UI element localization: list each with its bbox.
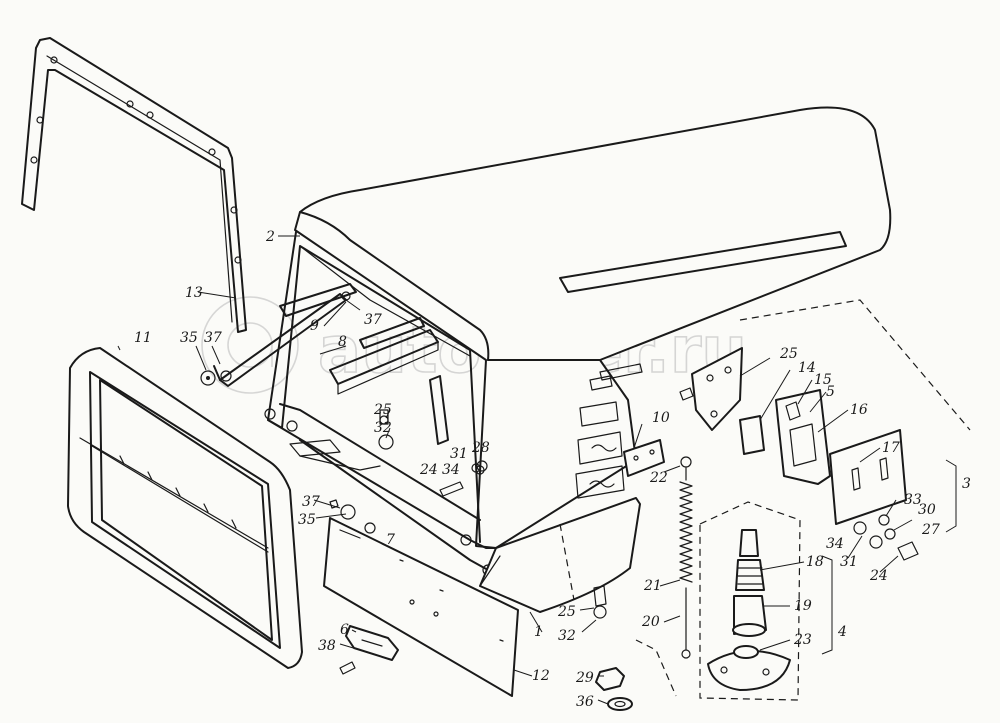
label-22: 22: [649, 470, 668, 486]
label-24-right: 24: [869, 568, 888, 584]
label-21: 21: [643, 578, 662, 594]
hood-inner-frame: [264, 283, 501, 576]
label-17: 17: [882, 440, 900, 456]
label-10: 10: [652, 410, 670, 426]
label-18: 18: [806, 554, 824, 570]
part-13-upper-bracket: [21, 37, 247, 333]
part-21-spring: [679, 456, 693, 659]
label-25-upper: 25: [373, 402, 392, 418]
part-19-bushing: [732, 595, 767, 637]
label-36: 36: [576, 694, 594, 710]
label-32-upper: 32: [374, 420, 392, 436]
label-3: 3: [962, 476, 971, 492]
part-1-lower-apron: [479, 497, 641, 613]
part-6-hook: [345, 625, 399, 661]
part-23-handle: [707, 645, 791, 691]
label-37-left: 37: [204, 330, 222, 346]
label-12: 12: [532, 668, 550, 684]
label-35-low: 35: [298, 512, 316, 528]
label-19: 19: [794, 598, 812, 614]
label-24-mid: 24: [419, 462, 438, 478]
label-37-top: 37: [364, 312, 382, 328]
label-29: 29: [575, 670, 594, 686]
bracket-3: [945, 459, 957, 533]
label-16: 16: [850, 402, 868, 418]
fasteners: [200, 370, 919, 711]
label-1: 1: [534, 624, 543, 640]
part-17-plate: [829, 429, 907, 525]
label-38: 38: [318, 638, 336, 654]
label-33: 33: [904, 492, 922, 508]
label-14: 14: [798, 360, 816, 376]
label-8: 8: [338, 334, 347, 350]
label-11: 11: [134, 330, 152, 346]
label-34-right: 34: [826, 536, 844, 552]
label-13: 13: [185, 285, 203, 301]
assembly-outline: [699, 501, 801, 701]
label-23: 23: [793, 632, 812, 648]
label-28: 28: [471, 440, 490, 456]
label-15: 15: [814, 372, 832, 388]
label-34-mid: 34: [442, 462, 460, 478]
label-9: 9: [310, 318, 319, 334]
part-2-hood: [267, 106, 892, 549]
label-27: 27: [921, 522, 940, 538]
part-18-pin: [735, 529, 765, 591]
part-12-lower-panel: [323, 517, 519, 697]
bracket-4: [821, 555, 833, 655]
label-32-lower: 32: [558, 628, 576, 644]
label-7: 7: [386, 532, 395, 548]
leader-lines: [117, 235, 913, 705]
label-31-mid: 31: [450, 446, 468, 462]
part-11-grille-frame: [67, 347, 303, 669]
assembly-lines: [559, 523, 677, 697]
label-2: 2: [265, 229, 275, 245]
label-6: 6: [340, 622, 349, 638]
label-30: 30: [918, 502, 936, 518]
part-labels: 2 13 9 37 8 11 35 37 25 32 28 31 24 34 3…: [134, 229, 971, 710]
label-25-lower: 25: [557, 604, 576, 620]
label-37-low: 37: [302, 494, 320, 510]
label-4: 4: [837, 624, 847, 640]
part-10-plate: [623, 439, 665, 477]
part-16-latch: [739, 389, 831, 485]
label-31-right: 31: [840, 554, 858, 570]
label-26: 25: [779, 346, 798, 362]
label-35-left: 35: [180, 330, 198, 346]
label-5: 5: [826, 384, 835, 400]
latch-group-outline: [739, 299, 971, 431]
label-20: 20: [641, 614, 660, 630]
part-26-bracket: [691, 347, 743, 431]
